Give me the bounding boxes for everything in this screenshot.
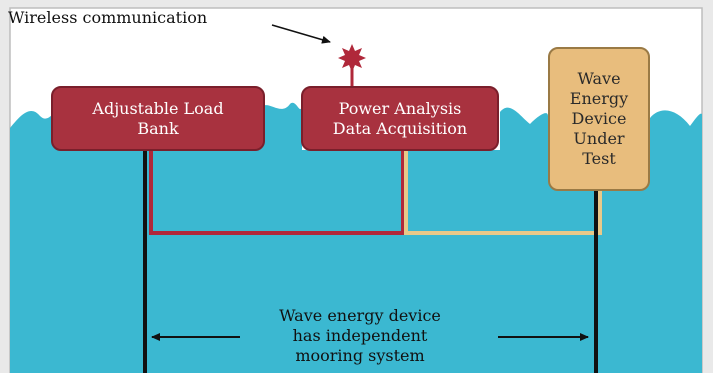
load-bank-box <box>51 86 265 151</box>
wave-device-box <box>548 47 650 191</box>
mooring-system-label: Wave energy device has independent moori… <box>279 306 441 365</box>
red-cable <box>149 150 405 235</box>
wireless-pointer-arrow <box>271 24 331 44</box>
sea-water <box>10 102 702 373</box>
power-analysis-box <box>301 86 499 151</box>
wireless-communication-label: Wireless communication <box>8 8 208 27</box>
tan-cable <box>404 150 602 235</box>
antenna-burst-icon <box>338 44 366 86</box>
